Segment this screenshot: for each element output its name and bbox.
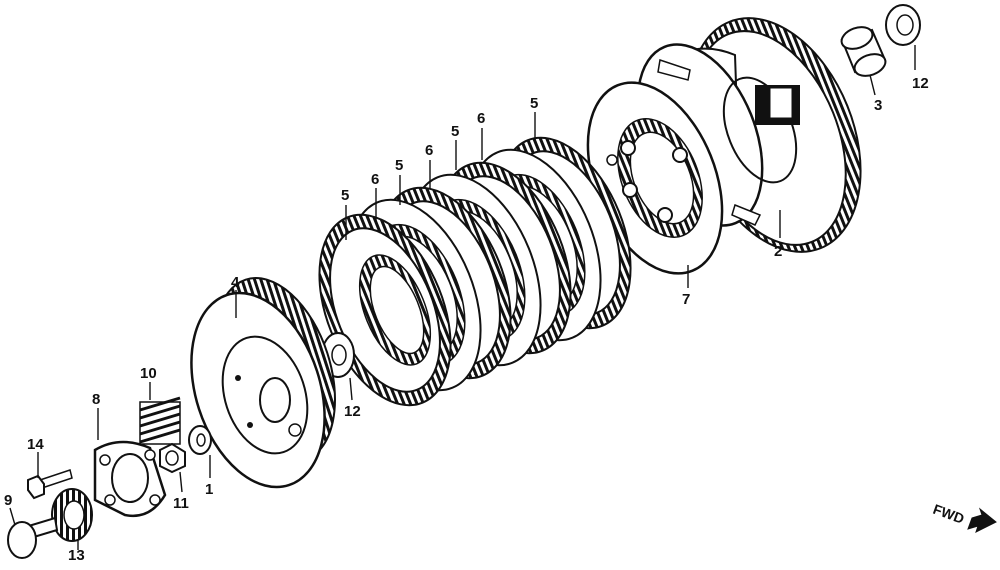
lifter-rod — [7, 516, 59, 559]
label-12-upper: 12 — [912, 75, 929, 92]
leader-lines — [9, 45, 916, 550]
label-10: 10 — [140, 365, 157, 382]
label-5-b: 5 — [451, 123, 459, 140]
bearing — [51, 488, 93, 542]
clutch-center — [190, 277, 336, 489]
washer — [188, 425, 212, 455]
label-5-d: 5 — [341, 187, 349, 204]
lock-nut — [159, 442, 186, 474]
label-2: 2 — [774, 243, 782, 260]
label-11: 11 — [173, 495, 189, 512]
clutch-collar — [840, 26, 887, 77]
label-6-c: 6 — [371, 171, 379, 188]
label-5-a: 5 — [530, 95, 538, 112]
label-5-c: 5 — [395, 157, 403, 174]
label-7: 7 — [682, 291, 690, 308]
thrust-washer-upper — [885, 4, 921, 46]
label-13: 13 — [68, 547, 85, 564]
lifter-plate — [93, 440, 167, 518]
label-1: 1 — [205, 481, 213, 498]
forward-arrow-icon — [967, 507, 997, 533]
label-8: 8 — [92, 391, 100, 408]
forward-direction-indicator: FWD — [931, 501, 997, 533]
label-6-b: 6 — [425, 142, 433, 159]
clutch-spring — [139, 396, 181, 445]
fwd-label: FWD — [931, 501, 966, 527]
label-6-a: 6 — [477, 110, 485, 127]
clutch-plate-stack — [318, 136, 632, 407]
friction-disc — [318, 213, 452, 407]
label-12-lower: 12 — [344, 403, 361, 420]
part-labels: 12 3 2 7 5 6 5 6 5 6 5 4 12 10 8 1 11 14… — [4, 75, 929, 564]
label-14: 14 — [27, 436, 44, 453]
label-3: 3 — [874, 97, 882, 114]
label-9: 9 — [4, 492, 12, 509]
label-4: 4 — [231, 274, 240, 291]
